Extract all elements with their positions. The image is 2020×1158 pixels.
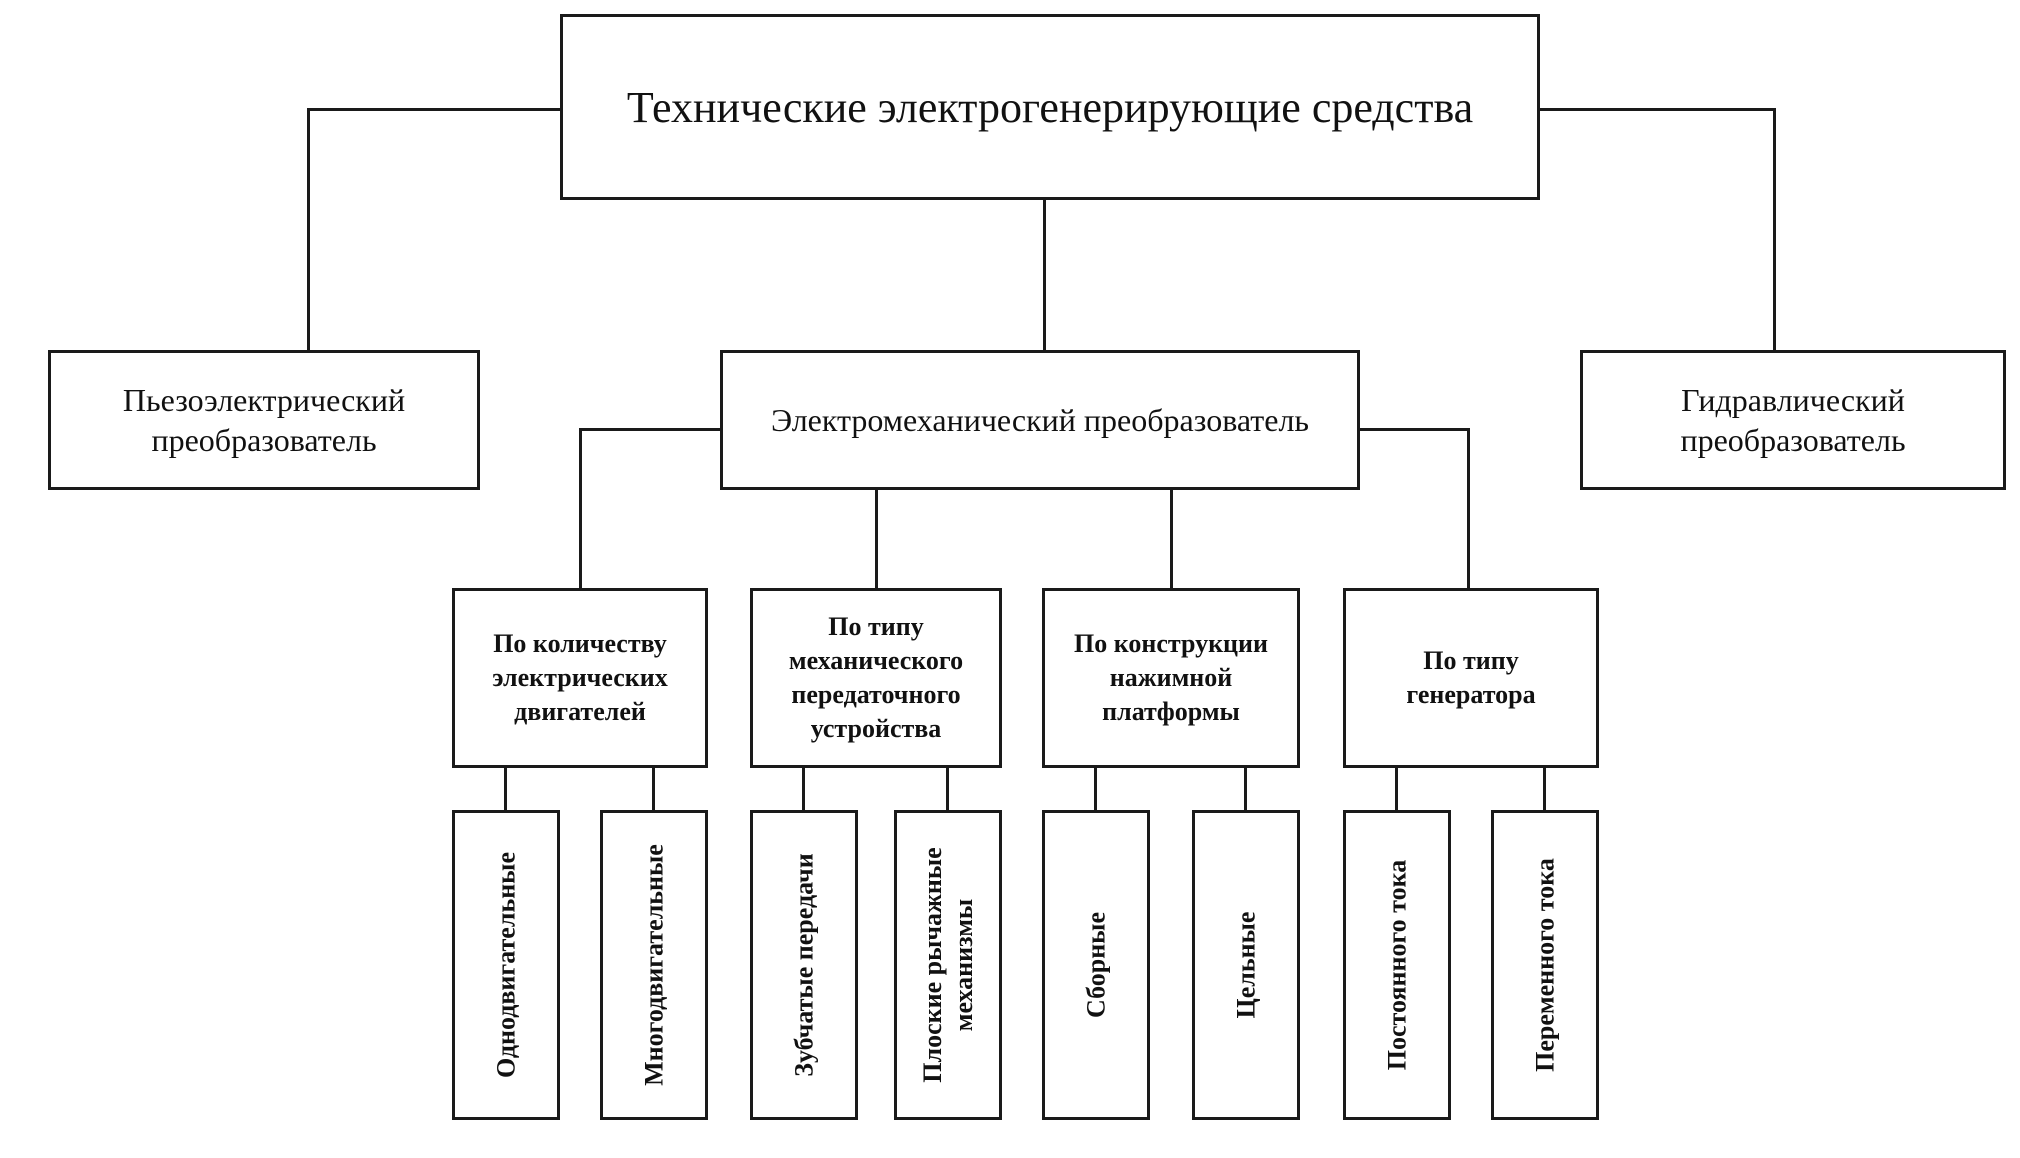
connector-emech-to-cat2 — [1170, 490, 1173, 588]
connector-root-to-piezo-horizontal — [307, 108, 560, 111]
connector-emech-to-cat0-vertical — [579, 428, 582, 588]
node-hydraulic-converter: Гидравлический преобразователь — [1580, 350, 2006, 490]
connector-cat2-to-leaf5 — [1244, 768, 1247, 810]
connector-emech-to-cat3-horizontal — [1360, 428, 1470, 431]
leaf-label: Многодвигательные — [639, 844, 669, 1086]
category-node-transmission-type: По типу механического передаточного устр… — [750, 588, 1002, 768]
leaf-label: Однодвигательные — [491, 851, 521, 1079]
leaf-node-solid: Цельные — [1192, 810, 1300, 1120]
connector-cat0-to-leaf1 — [652, 768, 655, 810]
leaf-label: Постоянного тока — [1382, 859, 1412, 1071]
root-node-label: Технические электрогенерирующие средства — [626, 82, 1474, 132]
connector-cat3-to-leaf6 — [1395, 768, 1398, 810]
category-label: По типу механического передаточного устр… — [788, 612, 964, 743]
category-node-generator-type: По типу генератора — [1343, 588, 1599, 768]
connector-root-to-electromechanical — [1043, 200, 1046, 350]
leaf-label: Цельные — [1231, 911, 1261, 1019]
category-label: По количеству электрических двигателей — [492, 629, 668, 726]
category-label: По конструкции нажимной платформы — [1073, 629, 1268, 726]
connector-emech-to-cat0-horizontal — [579, 428, 720, 431]
category-node-motor-count: По количеству электрических двигателей — [452, 588, 708, 768]
connector-cat2-to-leaf4 — [1094, 768, 1097, 810]
leaf-node-direct-current: Постоянного тока — [1343, 810, 1451, 1120]
leaf-node-single-motor: Однодвигательные — [452, 810, 560, 1120]
connector-cat1-to-leaf3 — [946, 768, 949, 810]
node-label: Электромеханический преобразователь — [771, 402, 1309, 438]
connector-root-to-piezo-vertical — [307, 108, 310, 350]
leaf-label: Сборные — [1081, 911, 1111, 1019]
node-label: Пьезоэлектрический преобразователь — [122, 382, 406, 458]
connector-cat3-to-leaf7 — [1543, 768, 1546, 810]
connector-root-to-hydraulic-vertical — [1773, 108, 1776, 350]
category-label: По типу генератора — [1406, 646, 1536, 709]
leaf-node-flat-lever-mechanisms: Плоские рычажные механизмы — [894, 810, 1002, 1120]
leaf-node-assembled: Сборные — [1042, 810, 1150, 1120]
connector-cat1-to-leaf2 — [802, 768, 805, 810]
connector-emech-to-cat1 — [875, 490, 878, 588]
connector-root-to-hydraulic-horizontal — [1540, 108, 1776, 111]
leaf-node-alternating-current: Переменного тока — [1491, 810, 1599, 1120]
node-piezoelectric-converter: Пьезоэлектрический преобразователь — [48, 350, 480, 490]
root-node-technical-generating-means: Технические электрогенерирующие средства — [560, 14, 1540, 200]
leaf-label: Зубчатые передачи — [789, 853, 819, 1077]
connector-emech-to-cat3-vertical — [1467, 428, 1470, 588]
category-node-platform-design: По конструкции нажимной платформы — [1042, 588, 1300, 768]
node-label: Гидравлический преобразователь — [1680, 382, 1906, 458]
leaf-label: Переменного тока — [1530, 858, 1560, 1072]
node-electromechanical-converter: Электромеханический преобразователь — [720, 350, 1360, 490]
leaf-node-multi-motor: Многодвигательные — [600, 810, 708, 1120]
leaf-label: Плоские рычажные механизмы — [917, 847, 978, 1083]
connector-cat0-to-leaf0 — [504, 768, 507, 810]
leaf-node-gear-transmissions: Зубчатые передачи — [750, 810, 858, 1120]
